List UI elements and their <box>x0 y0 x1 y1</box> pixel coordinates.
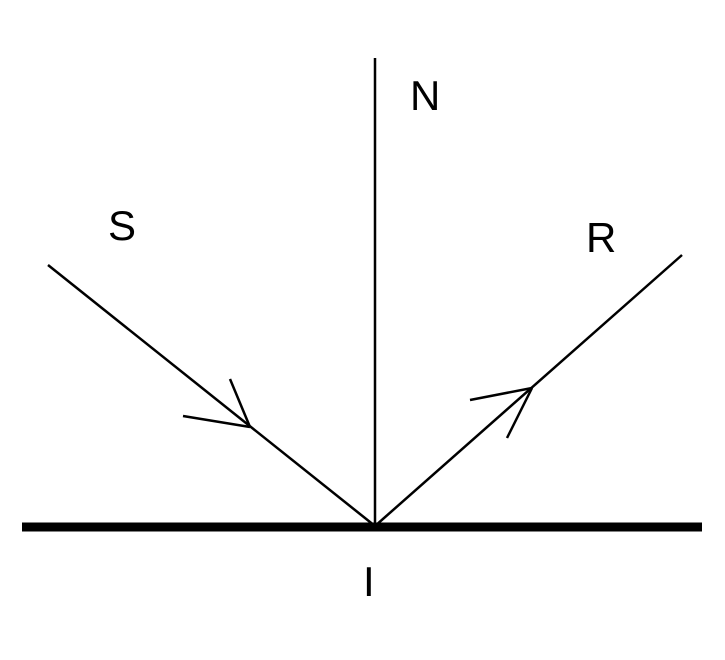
incident-ray-arrowhead-icon <box>182 378 252 429</box>
normal-label: N <box>410 72 440 119</box>
incident-ray-label: S <box>108 202 136 249</box>
incident-ray <box>47 264 376 527</box>
reflected-ray-label: R <box>586 214 616 261</box>
reflected-ray-arrowhead-icon <box>469 386 534 439</box>
incidence-point-label: I <box>363 558 375 605</box>
reflected-ray <box>374 254 683 527</box>
